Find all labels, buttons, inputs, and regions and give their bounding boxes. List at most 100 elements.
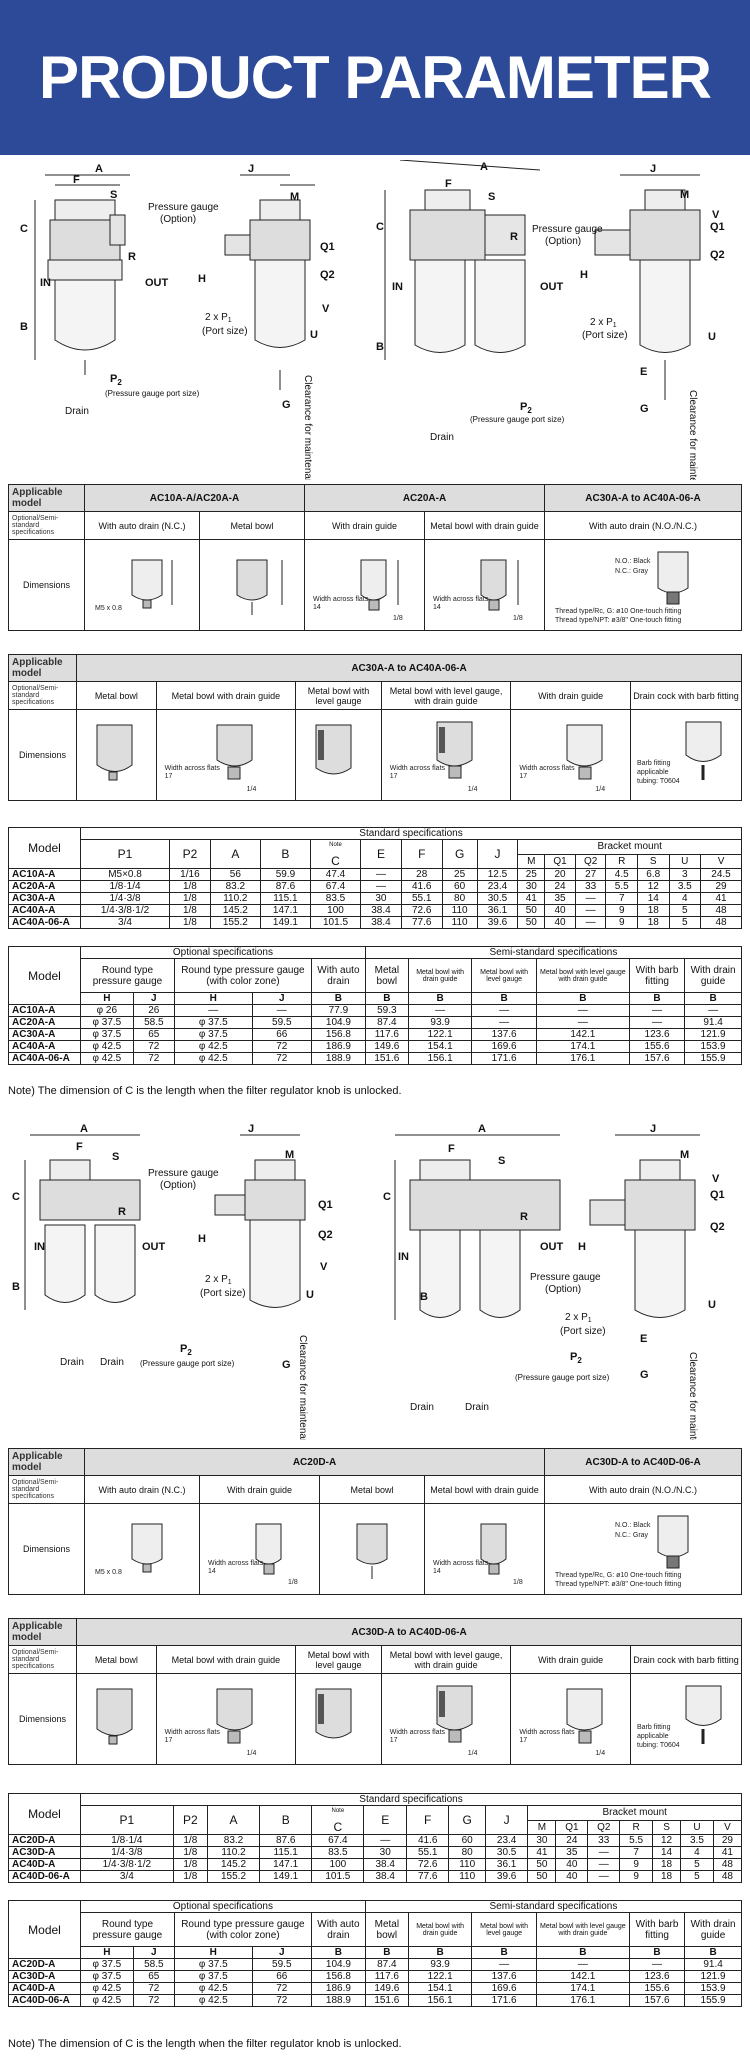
drawing-note: 1/4 — [246, 1750, 257, 1757]
drawing-note: N.O.: Black — [615, 1522, 651, 1529]
sub-header: B — [364, 1946, 409, 1959]
part-drawing — [315, 1688, 352, 1739]
optional-spec-table-a: Model Optional specifications Semi-stand… — [8, 946, 743, 1065]
value-cell: 1/8·1/4 — [80, 1834, 174, 1847]
value-cell: 66 — [251, 1970, 312, 1983]
drawing-label: A — [478, 1123, 486, 1135]
model-cell: AC20A-A — [8, 1016, 81, 1029]
dim-a-left: A — [95, 163, 103, 175]
value-cell: 9 — [619, 1870, 654, 1883]
model-header: Model — [8, 827, 81, 869]
table-cell: With drain guide — [684, 1912, 742, 1947]
sub-header: J — [251, 992, 312, 1005]
value-cell: 67.4 — [309, 880, 362, 893]
drawing-label: Drain — [410, 1402, 434, 1413]
drawing-note: Width across flats 17 — [519, 765, 575, 780]
value-cell: 50 — [527, 1870, 557, 1883]
value-cell: 1/16 — [169, 868, 211, 881]
table-cell: Optional/Semi-standard specifications — [8, 1475, 85, 1504]
table-cell: U — [668, 853, 702, 869]
value-cell: 72 — [132, 1052, 175, 1065]
table-cell: M — [527, 1819, 557, 1835]
sub-header: B — [364, 992, 409, 1005]
value-cell: 29 — [712, 1834, 743, 1847]
model-cell: AC30A-A — [8, 1028, 81, 1041]
table-cell: Metal bowl with drain guide — [407, 958, 473, 993]
drawing-note: Width across flats 17 — [164, 1729, 220, 1744]
value-cell: 157.6 — [628, 1052, 686, 1065]
value-cell: 77.6 — [400, 916, 443, 929]
value-cell: φ 37.5 — [173, 1970, 253, 1983]
value-cell: — — [535, 1016, 630, 1029]
table-cell: Metal bowl with level gauge — [471, 1912, 537, 1947]
table-cell: Standard specifications — [80, 1793, 742, 1806]
table-cell: Round type pressure gauge (with color zo… — [173, 958, 312, 993]
value-cell: 33 — [587, 1834, 621, 1847]
table-row: Round type pressure gauge Round type pre… — [9, 1912, 742, 1947]
value-cell: 3 — [668, 868, 702, 881]
drawing-label: F — [76, 1141, 83, 1153]
table-cell: Metal bowl with level gauge with drain g… — [535, 958, 630, 993]
value-cell: φ 37.5 — [80, 1958, 134, 1971]
dim-h-left: H — [198, 273, 206, 285]
value-cell: 65 — [132, 1028, 175, 1041]
label-option-left: (Option) — [160, 214, 196, 225]
model-cell: AC30D-A — [8, 1846, 81, 1859]
part-drawing — [255, 1523, 281, 1575]
drawing-label: P2 — [180, 1343, 192, 1357]
table-cell: M — [517, 853, 546, 869]
value-cell: 50 — [527, 1858, 557, 1871]
value-cell: φ 37.5 — [80, 1970, 134, 1983]
value-cell: 77.6 — [405, 1870, 450, 1883]
model-cell: AC40D-06-A — [8, 1994, 81, 2007]
table-row: Optional/Semi-standard specifications Me… — [7, 1645, 742, 1674]
spec-table-d: Model Standard specifications P1 P2 A B … — [8, 1793, 743, 1883]
value-cell: 3.5 — [680, 1834, 714, 1847]
label-clear-right: Clearance for maintenance — [687, 390, 698, 480]
value-cell: 41.6 — [405, 1834, 450, 1847]
dim-u-left: U — [310, 329, 318, 341]
value-cell: 147.1 — [259, 1858, 313, 1871]
drawing-note: 1/4 — [467, 1750, 478, 1757]
value-cell: 39.6 — [476, 916, 519, 929]
drawing-note: 1/8 — [513, 1579, 523, 1586]
value-cell: 117.6 — [364, 1028, 409, 1041]
model-cell: AC40D-06-A — [8, 1870, 81, 1883]
table-cell: With barb fitting — [628, 958, 686, 993]
part-drawing — [96, 724, 133, 781]
value-cell: 5 — [668, 916, 702, 929]
value-cell: 3.5 — [668, 880, 702, 893]
value-cell: — — [574, 916, 607, 929]
drawing-label: 2 x P — [205, 312, 228, 323]
label-gauge-right: Pressure gauge — [532, 224, 603, 235]
value-cell: 40 — [544, 916, 576, 929]
drawing-label: R — [520, 1211, 528, 1223]
label-gauge-left: Pressure gauge — [148, 202, 219, 213]
drawing-label: Q1 — [318, 1199, 333, 1211]
drawing-label: P — [180, 1343, 187, 1355]
value-cell: 1/4·3/8 — [79, 892, 171, 905]
drawing-label: M — [285, 1149, 294, 1161]
part-drawing — [216, 1688, 253, 1744]
drawing-label: Q1 — [710, 1189, 725, 1201]
value-cell: 20 — [544, 868, 576, 881]
value-cell: 39.6 — [484, 1870, 529, 1883]
value-cell: 87.4 — [364, 1016, 409, 1029]
value-cell: 137.6 — [471, 1028, 537, 1041]
value-cell: 12 — [636, 880, 670, 893]
sub-header: H — [173, 1946, 253, 1959]
value-cell: 155.2 — [206, 1870, 261, 1883]
dim-v-left: V — [322, 303, 330, 315]
value-cell: 153.9 — [684, 1982, 742, 1995]
dim-b-left: B — [20, 321, 28, 333]
value-cell: 60 — [441, 880, 478, 893]
value-cell: 1/8 — [172, 1870, 208, 1883]
value-cell: 87.4 — [364, 1958, 409, 1971]
table-cell: Round type pressure gauge — [80, 958, 175, 993]
spec-table-a: Model Standard specifications P1 P2 A B … — [8, 827, 742, 929]
part-drawing — [566, 724, 603, 780]
